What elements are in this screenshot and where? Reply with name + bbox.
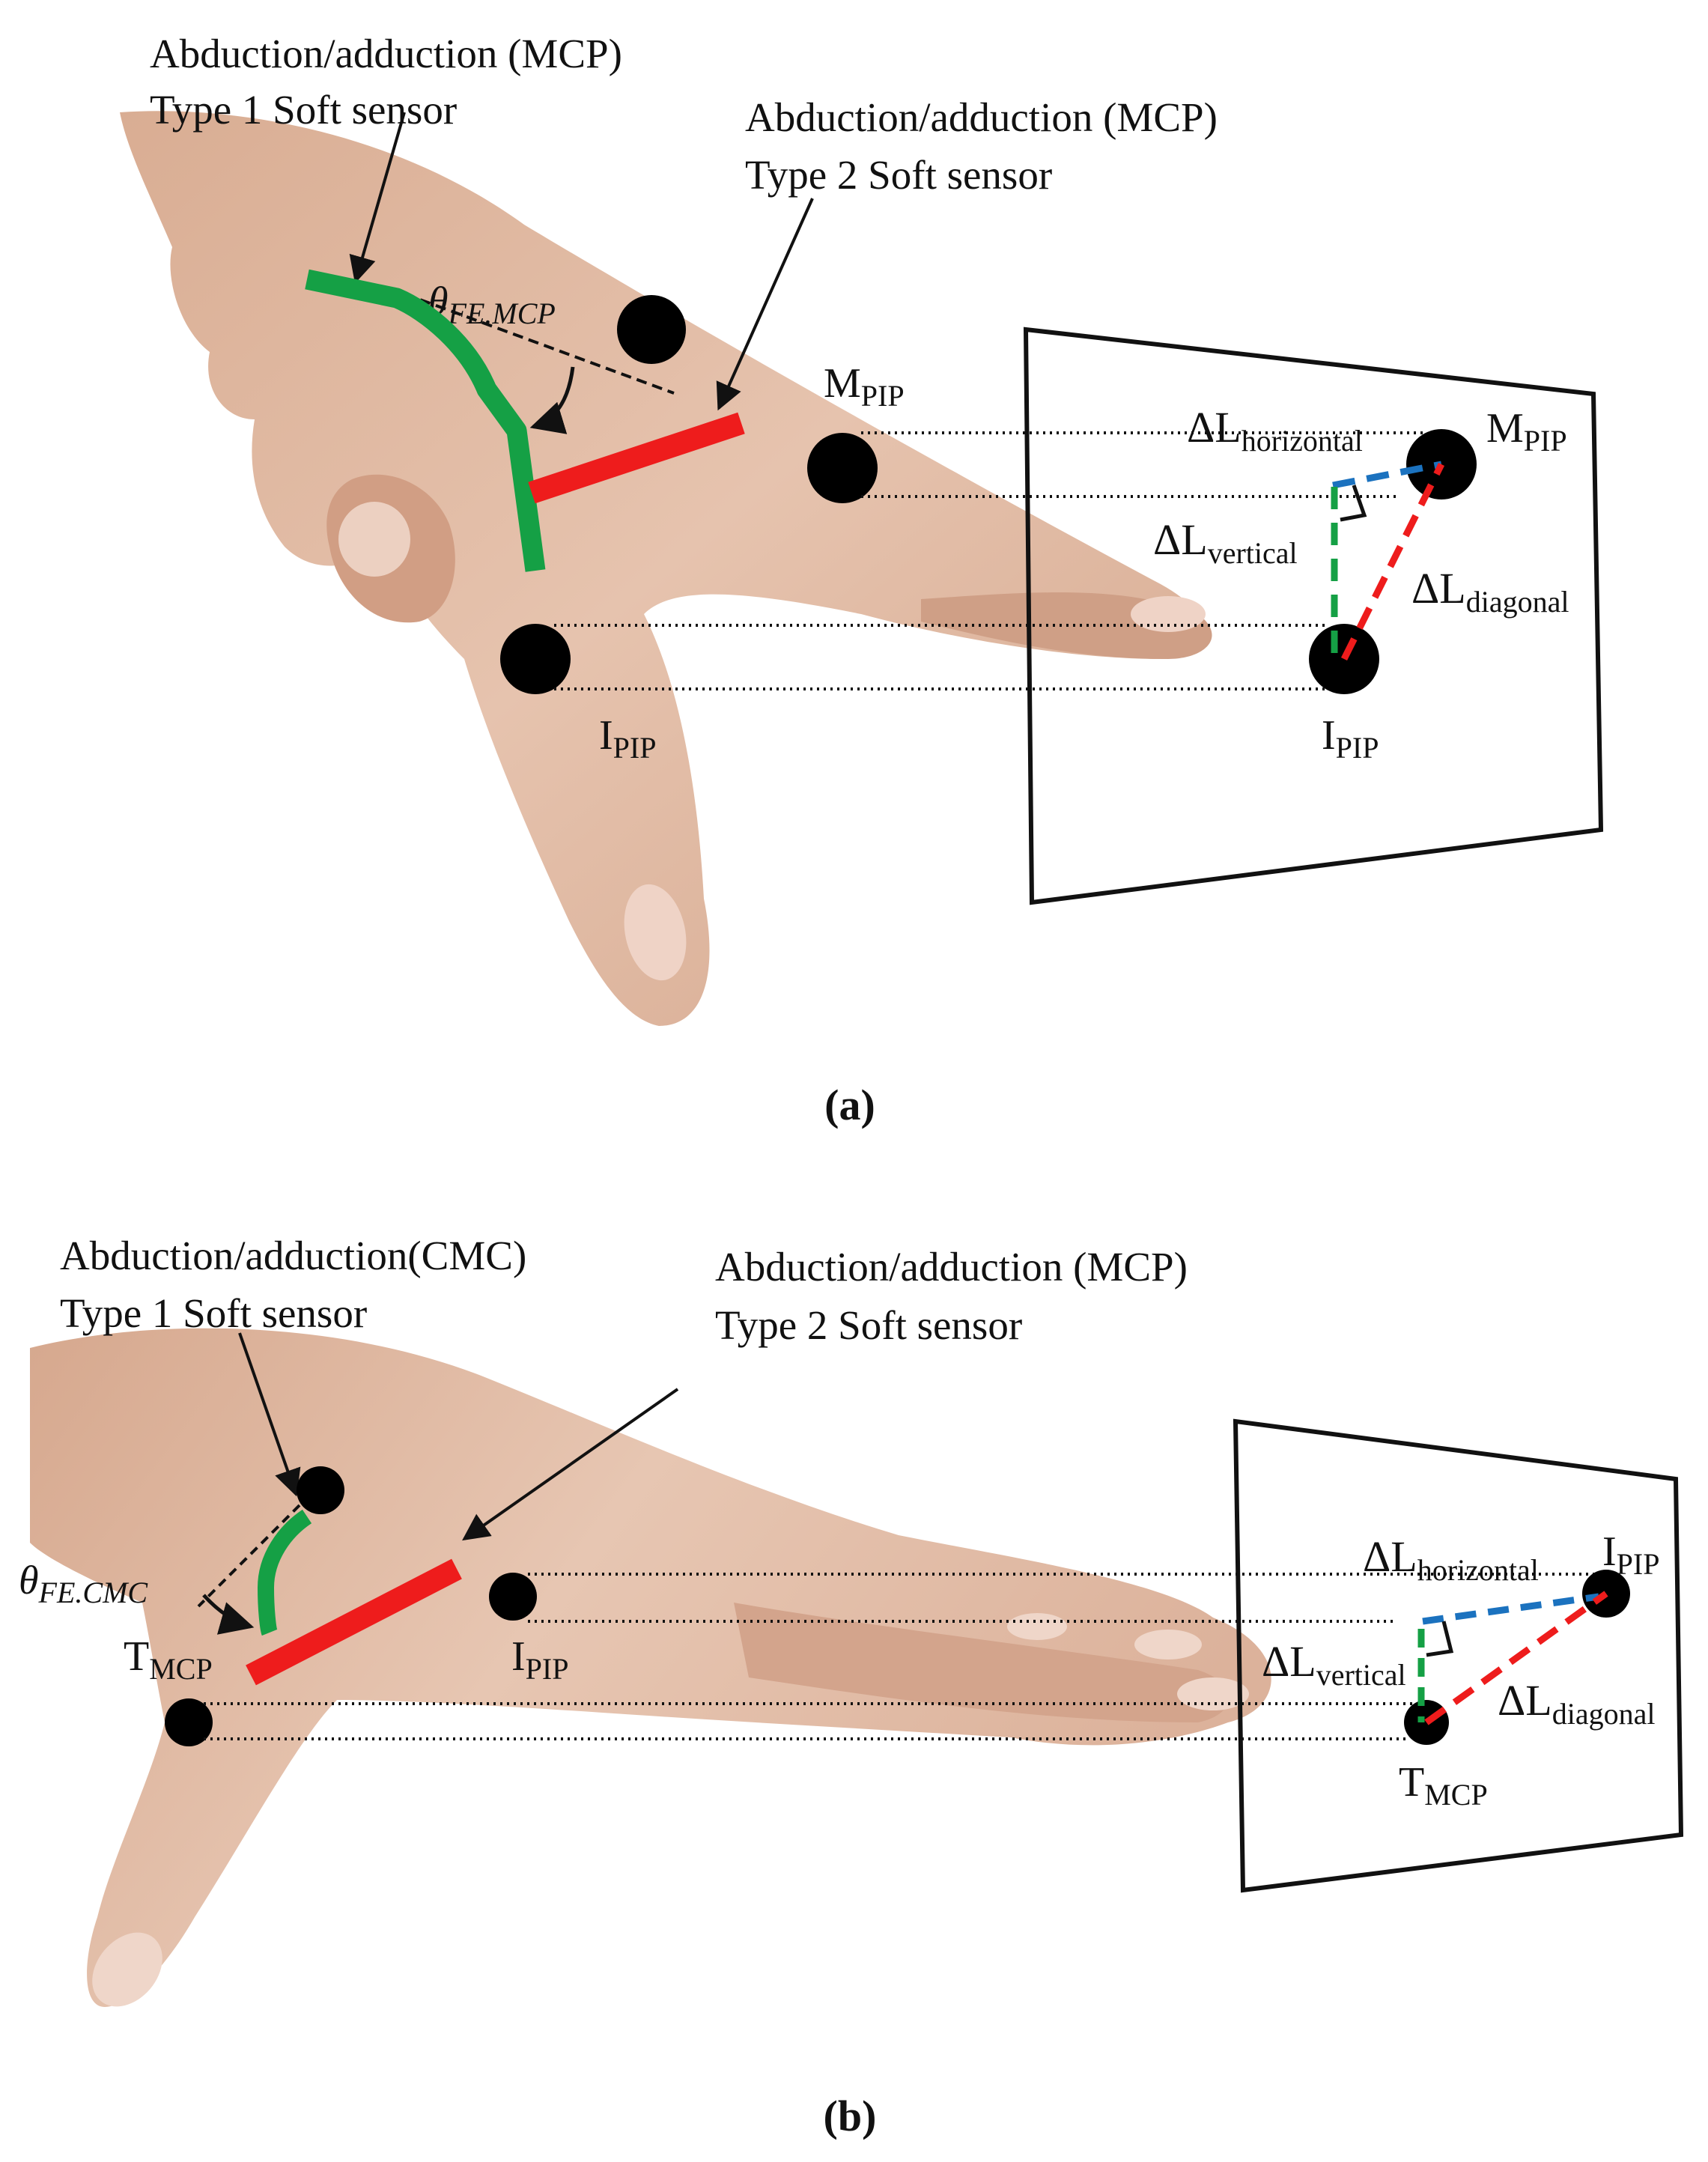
horizontal-label-b: ΔLhorizontal — [1363, 1532, 1539, 1587]
type1-pointer-arrow-a — [349, 112, 406, 284]
theta-label-b: θFE.CMC — [19, 1558, 148, 1609]
right-angle-mark-a — [1340, 485, 1367, 522]
right-angle-mark-b — [1426, 1621, 1454, 1657]
type1-title-b: Abduction/adduction(CMC) — [60, 1233, 526, 1278]
diagonal-distance-line-b — [1424, 1591, 1608, 1725]
tmcp-label-b: TMCP — [124, 1633, 213, 1686]
angle-arc-arrow-b — [202, 1594, 255, 1635]
type1-pointer-arrow-b — [238, 1332, 301, 1497]
ipip-marker-a — [500, 624, 571, 694]
type2-title-b: Abduction/adduction (MCP) — [715, 1244, 1188, 1290]
type1-subtitle-b: Type 1 Soft sensor — [60, 1290, 367, 1336]
plane-ipip-label-a: IPIP — [1322, 712, 1379, 765]
mcp-marker-a — [617, 295, 686, 364]
horizontal-distance-line-b — [1422, 1593, 1599, 1625]
vertical-label-b: ΔLvertical — [1262, 1637, 1406, 1692]
horizontal-label-a: ΔLhorizontal — [1187, 403, 1363, 458]
tmcp-marker-b — [165, 1698, 213, 1746]
vertical-label-a: ΔLvertical — [1153, 515, 1298, 570]
type2-subtitle-a: Type 2 Soft sensor — [745, 152, 1052, 198]
panel-a: Abduction/adduction (MCP) Type 1 Soft se… — [120, 31, 1604, 1129]
type2-title-a: Abduction/adduction (MCP) — [745, 94, 1218, 140]
type1-soft-sensor-b — [257, 1509, 312, 1636]
cmc-marker-b — [297, 1466, 344, 1514]
horizontal-distance-line-a — [1332, 461, 1442, 489]
ipip-label-a: IPIP — [599, 712, 656, 765]
panel-a-caption: (a) — [824, 1081, 875, 1129]
angle-reference-line-b — [197, 1504, 301, 1608]
diagonal-distance-line-a — [1340, 462, 1445, 661]
plane-tmcp-label-b: TMCP — [1399, 1759, 1488, 1812]
ipip-label-b: IPIP — [511, 1633, 568, 1686]
type2-soft-sensor-b — [246, 1558, 462, 1686]
panel-b: Abduction/adduction(CMC) Type 1 Soft sen… — [19, 1233, 1684, 2140]
type1-soft-sensor-a — [305, 269, 546, 572]
type2-pointer-arrow-b — [462, 1388, 679, 1541]
type1-subtitle-a: Type 1 Soft sensor — [150, 87, 457, 133]
projection-plane-b — [1233, 1418, 1684, 1893]
projection-plane-a — [1023, 327, 1604, 905]
plane-ipip-label-b: IPIP — [1602, 1528, 1659, 1581]
plane-mpip-label-a: MPIP — [1486, 405, 1567, 458]
hand-photo-a — [120, 111, 1212, 1026]
mpip-marker-a — [807, 433, 878, 503]
type1-title-a: Abduction/adduction (MCP) — [150, 31, 622, 76]
hand-photo-b — [30, 1328, 1271, 2007]
ipip-marker-b — [489, 1573, 537, 1621]
type2-pointer-arrow-a — [716, 198, 814, 411]
theta-label-a: θFE.MCP — [428, 279, 556, 330]
type2-soft-sensor-a — [528, 412, 745, 504]
panel-b-caption: (b) — [824, 2092, 877, 2140]
diagonal-label-a: ΔLdiagonal — [1411, 564, 1569, 619]
type2-subtitle-b: Type 2 Soft sensor — [715, 1302, 1022, 1348]
diagonal-label-b: ΔLdiagonal — [1498, 1676, 1655, 1731]
angle-arc-arrow-a — [529, 366, 575, 434]
angle-reference-line-a — [389, 287, 675, 395]
mpip-label-a: MPIP — [824, 360, 905, 413]
